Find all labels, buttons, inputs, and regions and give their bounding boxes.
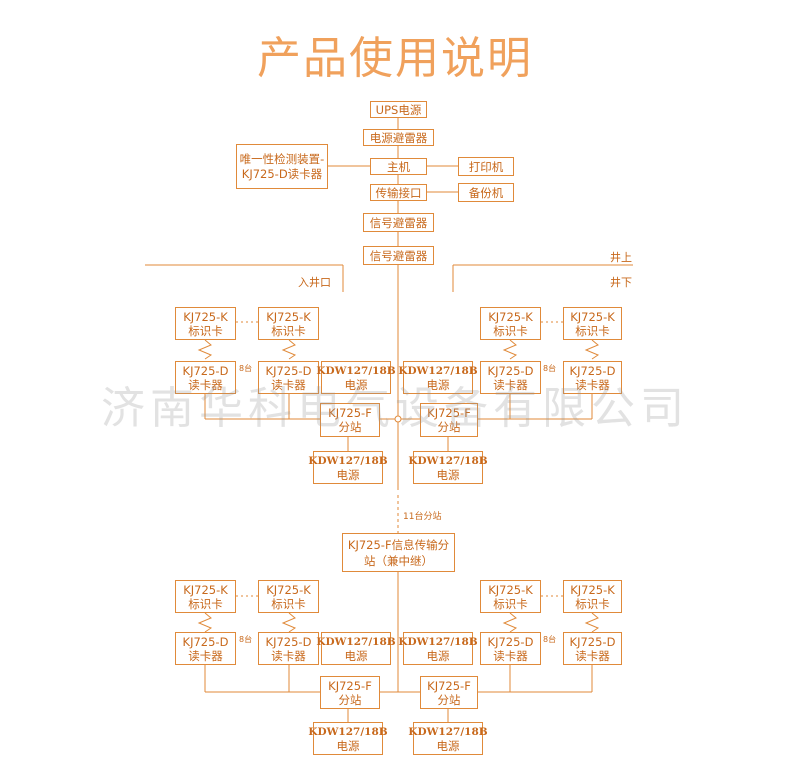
power-model: KDW127/18B — [408, 454, 488, 467]
card-reader-box: KJ725-D读卡器 — [258, 632, 319, 665]
substation-box: KJ725-F分站 — [320, 403, 380, 437]
power-label: 电源 — [426, 377, 450, 392]
power-arrester-box: 电源避雷器 — [363, 129, 434, 146]
count-label: 8台 — [239, 635, 253, 644]
count-label: 8台 — [239, 364, 253, 373]
id-card-box: KJ725-K标识卡 — [175, 307, 236, 340]
card-reader-box: KJ725-D读卡器 — [175, 632, 236, 665]
count-label: 8台 — [543, 635, 557, 644]
id-card-box: KJ725-K标识卡 — [563, 580, 622, 613]
id-card-box: KJ725-K标识卡 — [258, 307, 319, 340]
signal-arrester-box-2: 信号避雷器 — [363, 246, 434, 265]
printer-box: 打印机 — [458, 157, 514, 176]
card-reader-box: KJ725-D读卡器 — [480, 632, 541, 665]
power-supply-box: KDW127/18B 电源 — [308, 722, 388, 755]
well-entrance-label: 入井口 — [298, 276, 331, 289]
id-card-box: KJ725-K标识卡 — [563, 307, 622, 340]
id-card-box: KJ725-K标识卡 — [175, 580, 236, 613]
well-top-label: 井上 — [610, 251, 632, 264]
substation-box: KJ725-F分站 — [420, 403, 478, 437]
relay-station-box: KJ725-F信息传输分站（兼中继） — [342, 533, 455, 572]
power-model: KDW127/18B — [408, 725, 488, 738]
power-model: KDW127/18B — [308, 725, 388, 738]
well-bottom-label: 井下 — [610, 276, 632, 289]
power-supply-box: KDW127/18B 电源 — [408, 722, 488, 755]
ups-power-box: UPS电源 — [370, 101, 427, 118]
card-reader-box: KJ725-D读卡器 — [563, 361, 622, 394]
power-model: KDW127/18B — [398, 635, 478, 648]
substation-box: KJ725-F分站 — [420, 676, 478, 709]
power-supply-box: KDW127/18B 电源 — [308, 451, 388, 484]
card-reader-box: KJ725-D读卡器 — [480, 361, 541, 394]
card-reader-box: KJ725-D读卡器 — [563, 632, 622, 665]
power-supply-box: KDW127/18B 电源 — [398, 632, 478, 665]
power-label: 电源 — [336, 467, 360, 482]
card-reader-box: KJ725-D读卡器 — [258, 361, 319, 394]
power-label: 电源 — [436, 738, 460, 753]
power-label: 电源 — [344, 377, 368, 392]
unique-detector-box: 唯一性检测装置-KJ725-D读卡器 — [236, 144, 328, 189]
transmission-interface-box: 传输接口 — [370, 184, 427, 201]
station-count-label: 11台分站 — [403, 512, 442, 522]
power-label: 电源 — [336, 738, 360, 753]
id-card-box: KJ725-K标识卡 — [258, 580, 319, 613]
id-card-box: KJ725-K标识卡 — [480, 307, 541, 340]
card-reader-box: KJ725-D读卡器 — [175, 361, 236, 394]
power-supply-box: KDW127/18B 电源 — [316, 632, 396, 665]
power-supply-box: KDW127/18B 电源 — [398, 361, 478, 394]
id-card-box: KJ725-K标识卡 — [480, 580, 541, 613]
signal-arrester-box-1: 信号避雷器 — [363, 213, 434, 232]
power-model: KDW127/18B — [308, 454, 388, 467]
power-model: KDW127/18B — [316, 364, 396, 377]
power-label: 电源 — [426, 648, 450, 663]
count-label: 8台 — [543, 364, 557, 373]
power-supply-box: KDW127/18B 电源 — [316, 361, 396, 394]
power-label: 电源 — [344, 648, 368, 663]
power-model: KDW127/18B — [398, 364, 478, 377]
backup-machine-box: 备份机 — [458, 183, 514, 202]
power-label: 电源 — [436, 467, 460, 482]
power-model: KDW127/18B — [316, 635, 396, 648]
page-title: 产品使用说明 — [257, 33, 533, 84]
power-supply-box: KDW127/18B 电源 — [408, 451, 488, 484]
host-box: 主机 — [370, 158, 427, 175]
substation-box: KJ725-F分站 — [320, 676, 380, 709]
